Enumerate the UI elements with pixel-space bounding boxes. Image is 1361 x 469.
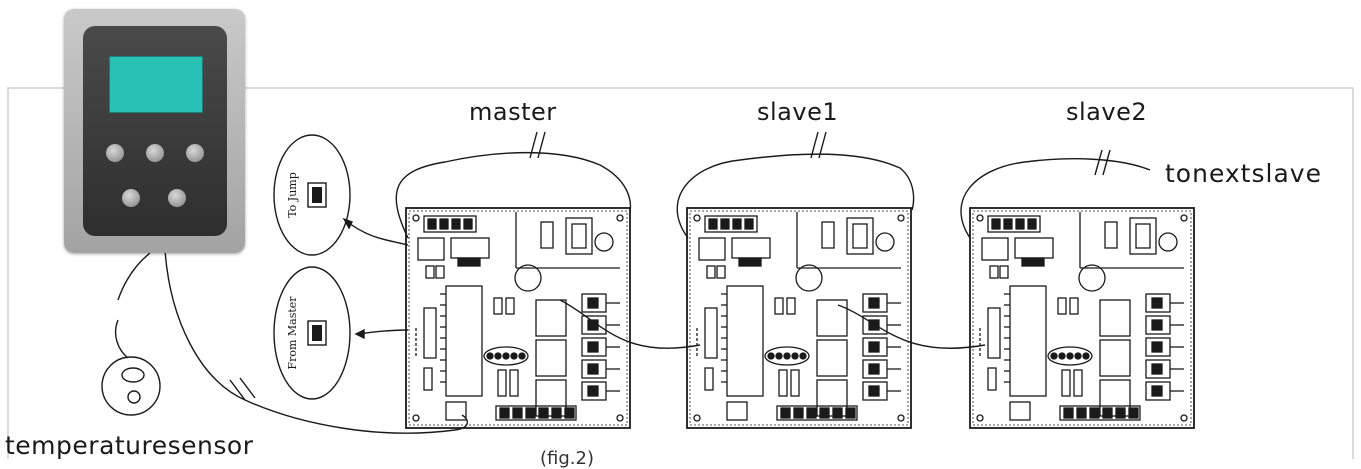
arrow-head-bottom: [354, 328, 365, 340]
controller-button-3[interactable]: [186, 144, 204, 162]
svg-text:From Master: From Master: [286, 296, 299, 370]
pcb-board-master: [405, 207, 631, 429]
wire-6: [529, 131, 546, 159]
controller-button-1[interactable]: [106, 144, 124, 162]
controller-button-4[interactable]: [122, 189, 140, 207]
callout-from-master: From Master: [273, 266, 351, 400]
wire-3: [676, 153, 915, 239]
wire-11: [229, 377, 256, 401]
controller-face: [83, 26, 227, 236]
wire-1: [395, 151, 632, 239]
wire-5: [960, 158, 1151, 239]
wire-8: [1094, 149, 1111, 176]
label-temperature-sensor: temperaturesensor: [5, 431, 254, 460]
wire-9: [164, 249, 468, 434]
wires-group: [117, 131, 1151, 434]
controller-button-2[interactable]: [146, 144, 164, 162]
controller-button-5[interactable]: [168, 189, 186, 207]
boards-group: [405, 207, 1195, 429]
svg-text:To Jump: To Jump: [286, 172, 299, 218]
controller-display-screen: [109, 56, 203, 113]
wire-2: [559, 299, 701, 349]
wire-4: [837, 304, 986, 349]
wire-10: [117, 252, 151, 301]
label-slave1: slave1: [757, 98, 839, 126]
label-master: master: [469, 98, 557, 126]
label-slave2: slave2: [1066, 98, 1148, 126]
label-to-next-slave: tonextslave: [1165, 159, 1322, 188]
controller-panel: [64, 9, 245, 253]
wire-13: [357, 329, 409, 335]
pcb-board-slave1: [686, 207, 912, 429]
wire-12: [344, 219, 409, 246]
pcb-board-slave2: [969, 207, 1195, 429]
wire-7: [810, 131, 827, 159]
callout-to-jump: To Jump: [273, 134, 351, 256]
temperature-sensor-icon: [101, 319, 161, 416]
